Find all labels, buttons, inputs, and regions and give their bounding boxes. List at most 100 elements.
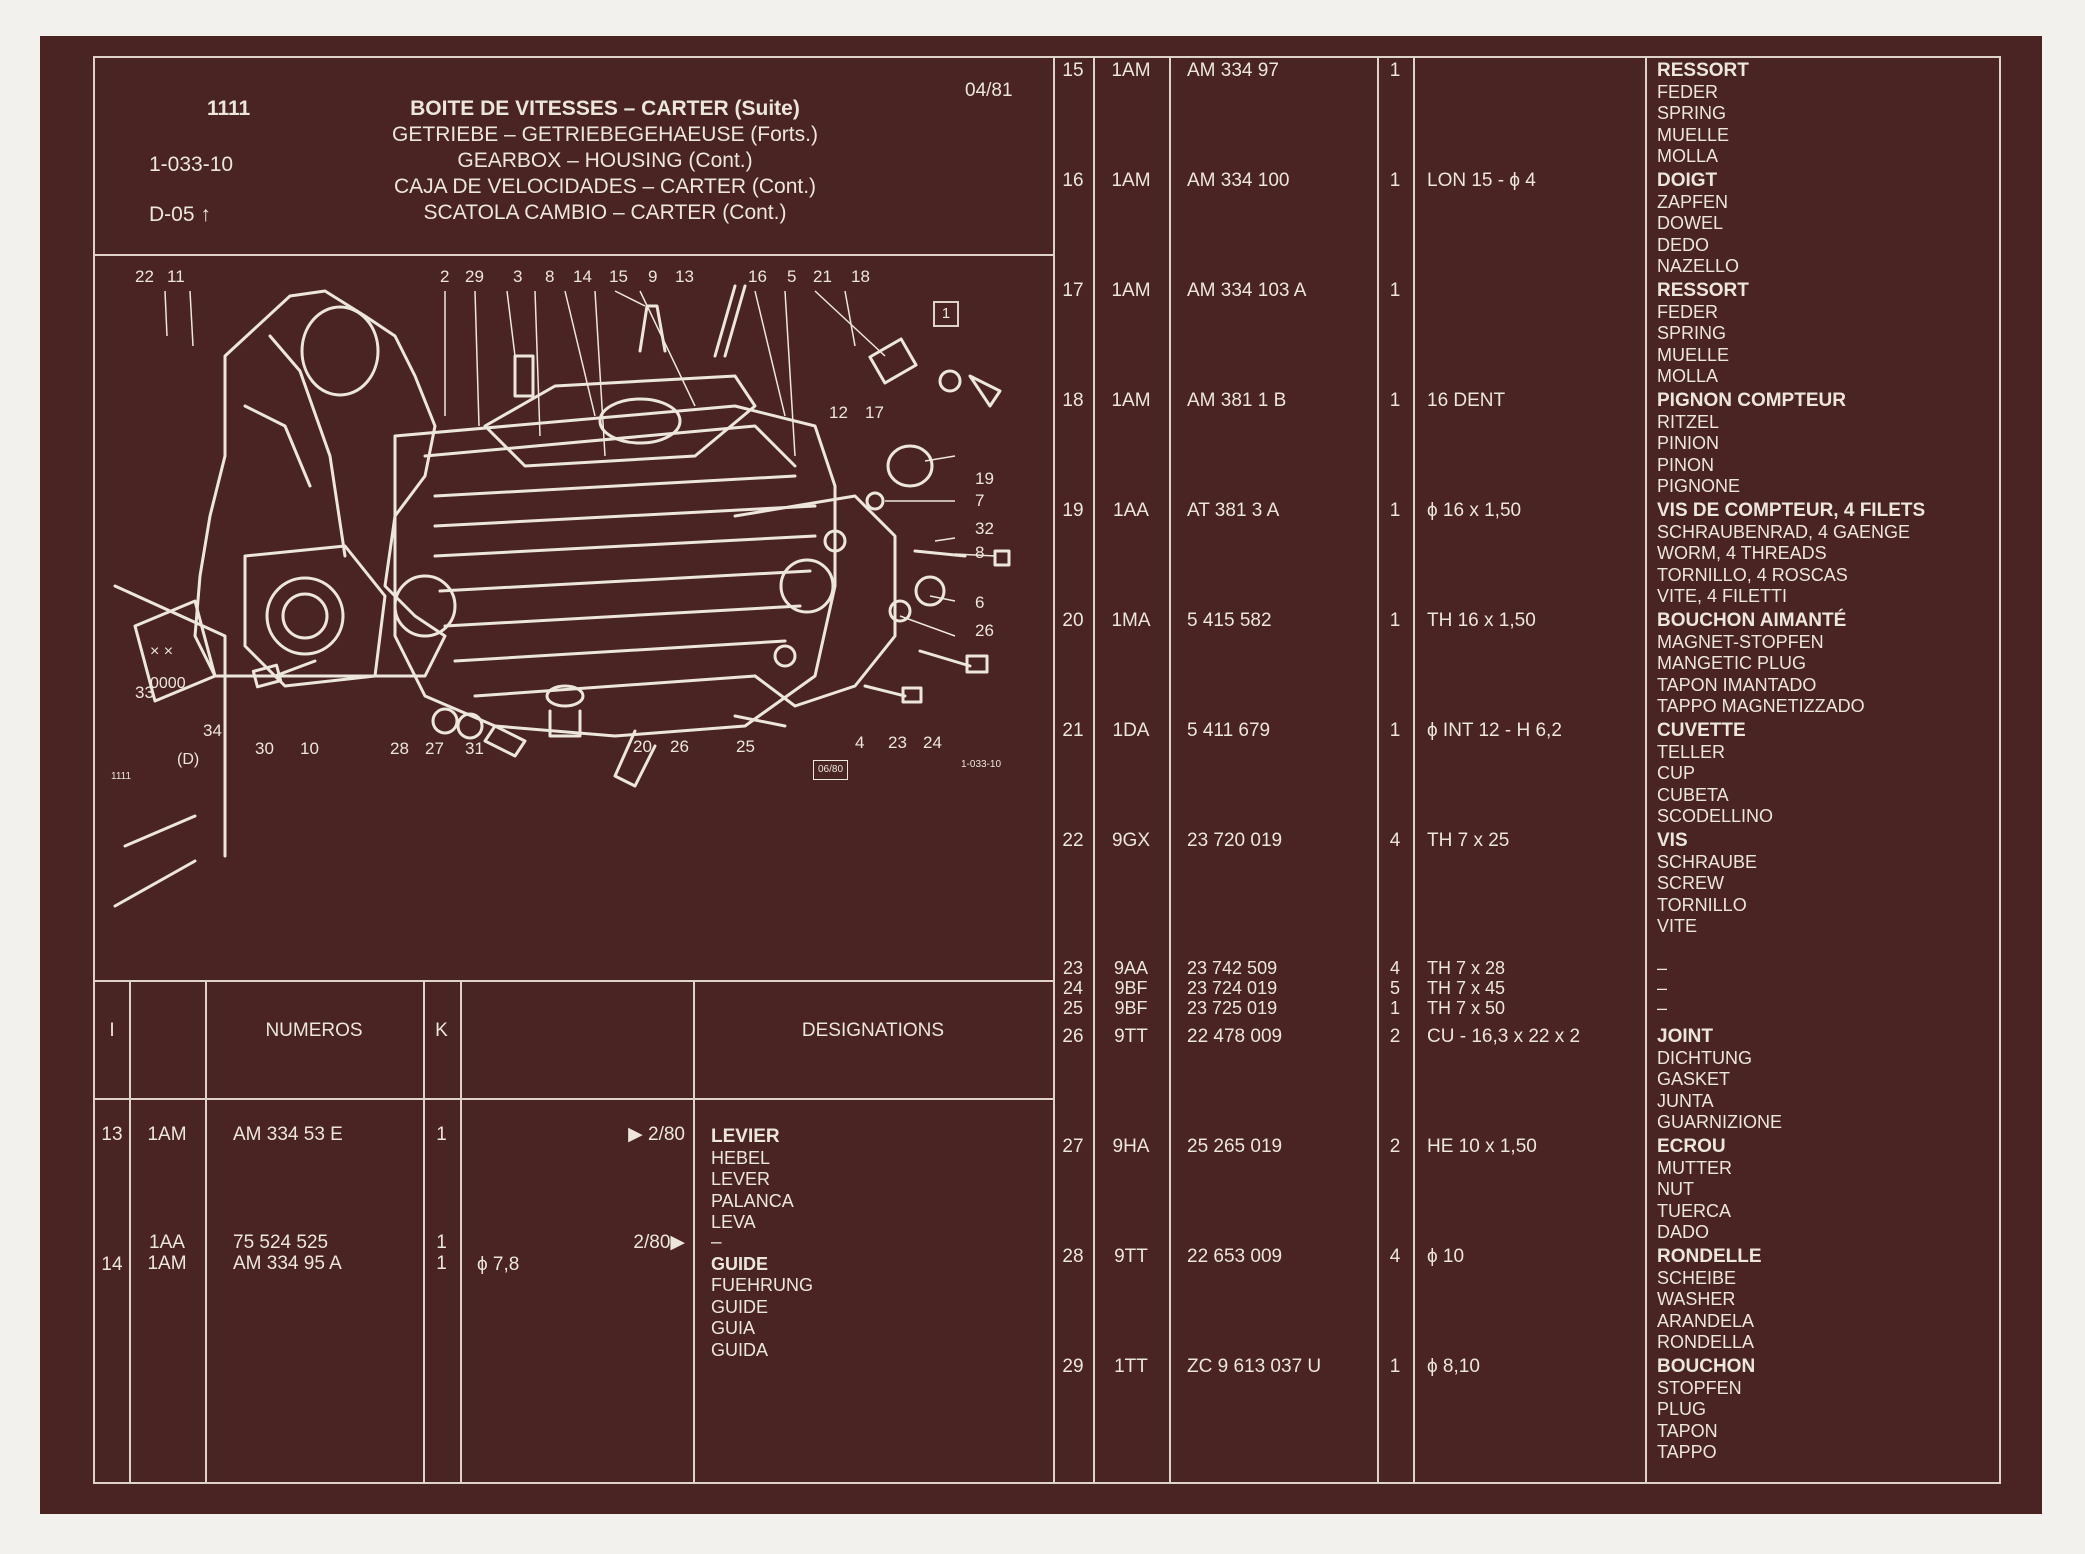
callout-3: 3	[513, 267, 523, 286]
row-spec: ϕ 7,8	[477, 1254, 520, 1275]
row-qty: 4	[1389, 1246, 1401, 1267]
header-titles: BOITE DE VITESSES – CARTER (Suite) GETRI…	[355, 96, 855, 226]
desc-translation: CUBETA	[1657, 784, 1729, 805]
row-index: 14	[101, 1254, 123, 1275]
row-ref: AT 381 3 A	[1187, 500, 1280, 521]
row-index: 21	[1062, 720, 1084, 741]
diagram-footer-ref: 1-033-10	[961, 759, 1002, 770]
desc-primary: BOUCHON	[1657, 1356, 1756, 1377]
row-ref: AM 334 100	[1187, 170, 1290, 191]
row-note: ▶ 2/80	[628, 1124, 685, 1145]
desc-translation: STOPFEN	[1657, 1377, 1742, 1398]
col-numbers-header: NUMEROS	[265, 1020, 363, 1041]
desc-primary: PIGNON COMPTEUR	[1657, 390, 1846, 411]
row-code: 1AM	[1111, 60, 1151, 81]
desc-translation: TAPON	[1657, 1420, 1718, 1441]
header-date: 04/81	[965, 80, 1013, 101]
desc-primary: BOUCHON AIMANTÉ	[1657, 610, 1847, 631]
row-index: 16	[1062, 170, 1084, 191]
callout-7: 7	[975, 491, 985, 510]
desc-translation: WORM, 4 THREADS	[1657, 543, 1827, 563]
row-code: 1AA 1AM	[147, 1232, 187, 1274]
desc-translation: DOWEL	[1657, 213, 1724, 233]
row-ref: 23 720 019	[1187, 830, 1283, 851]
row-spec: 16 DENT	[1427, 390, 1506, 411]
desc-translation: NAZELLO	[1657, 256, 1740, 276]
exploded-diagram: × × 0000 1 22 11 2 29 3 8 14	[95, 256, 1053, 936]
desc-translation: SCHRAUBE	[1657, 851, 1758, 872]
desc-translation: RONDELLA	[1657, 1332, 1755, 1352]
desc-translation: PINON	[1657, 454, 1715, 475]
col-line	[1645, 58, 1647, 1482]
callout-10: 10	[300, 739, 319, 758]
table-header-bottom	[95, 1098, 1053, 1100]
callout-11: 11	[167, 267, 185, 286]
callout-16: 16	[748, 267, 767, 286]
row-qty: 1	[1389, 280, 1401, 301]
callout-32: 32	[975, 519, 994, 538]
diagram-footer-date: 06/80	[813, 760, 849, 780]
table-header-top	[95, 980, 1053, 982]
row-ref: AM 381 1 B	[1187, 390, 1287, 411]
row-index: 17	[1062, 280, 1084, 301]
row-code: 9GX	[1111, 830, 1151, 851]
callout-18: 18	[851, 267, 870, 286]
row-index: 19	[1062, 500, 1084, 521]
col-line	[205, 980, 207, 1484]
row-qty: 1	[1389, 1356, 1401, 1377]
desc-translation: SCHRAUBENRAD, 4 GAENGE	[1657, 521, 1911, 542]
row-ref: AM 334 103 A	[1187, 280, 1307, 301]
callout-2: 2	[440, 267, 450, 286]
desc-translation: CUP	[1657, 763, 1696, 783]
desc-translation: JUNTA	[1657, 1090, 1714, 1111]
desc-translation: TUERCA	[1657, 1200, 1732, 1221]
col-line	[423, 980, 425, 1484]
callout-4: 4	[855, 733, 865, 752]
col-k-header: K	[435, 1020, 448, 1041]
row-ref: AM 334 53 E	[233, 1124, 343, 1145]
desc-translation: MOLLA	[1657, 146, 1719, 166]
callout-8b: 8	[975, 543, 985, 562]
row-qty: 1	[1389, 610, 1401, 631]
row-code: 1AA	[1113, 500, 1149, 521]
callout-34: 34	[203, 721, 222, 740]
row-qty: 4	[1389, 830, 1401, 851]
desc-translation: TAPON IMANTADO	[1657, 674, 1817, 695]
desc-translation: SCODELLINO	[1657, 806, 1774, 826]
desc-primary: RESSORT	[1657, 60, 1749, 81]
row-qty: 1	[1389, 170, 1401, 191]
row-qty: 1	[1389, 390, 1401, 411]
callout-5: 5	[787, 267, 797, 286]
row-code: 1MA	[1111, 610, 1151, 631]
sub-code: D-05 ↑	[149, 203, 211, 226]
callout-31: 31	[465, 739, 484, 758]
col-line	[1413, 58, 1415, 1482]
row-spec: ϕ 10	[1427, 1246, 1465, 1267]
row-ref: ZC 9 613 037 U	[1187, 1356, 1322, 1377]
desc-translation: MAGNET-STOPFEN	[1657, 631, 1824, 652]
row-ref: 22 478 009	[1187, 1026, 1283, 1047]
callout-29: 29	[465, 267, 484, 286]
desc-translation: TELLER	[1657, 741, 1726, 762]
desc-primary: RESSORT	[1657, 280, 1749, 301]
desc-primary: RONDELLE	[1657, 1246, 1762, 1267]
row-qty: 1	[1389, 720, 1401, 741]
desc-primary: CUVETTE	[1657, 720, 1746, 741]
row-code: 1TT	[1114, 1356, 1148, 1377]
title-fr: BOITE DE VITESSES – CARTER (Suite)	[410, 97, 800, 120]
callout-26: 26	[975, 621, 994, 640]
desc-translation: MUTTER	[1657, 1157, 1732, 1178]
desc-primary: VIS DE COMPTEUR, 4 FILETS	[1657, 500, 1926, 521]
title-it: SCATOLA CAMBIO – CARTER (Cont.)	[423, 201, 787, 224]
center-divider	[1053, 58, 1055, 1482]
callout-20: 20	[633, 737, 652, 756]
desc-translation: RITZEL	[1657, 411, 1720, 432]
row-index: 15	[1062, 60, 1084, 81]
col-line	[460, 980, 462, 1484]
row-spec: CU - 16,3 x 22 x 2	[1427, 1026, 1581, 1047]
page-code: 1111	[207, 97, 251, 120]
